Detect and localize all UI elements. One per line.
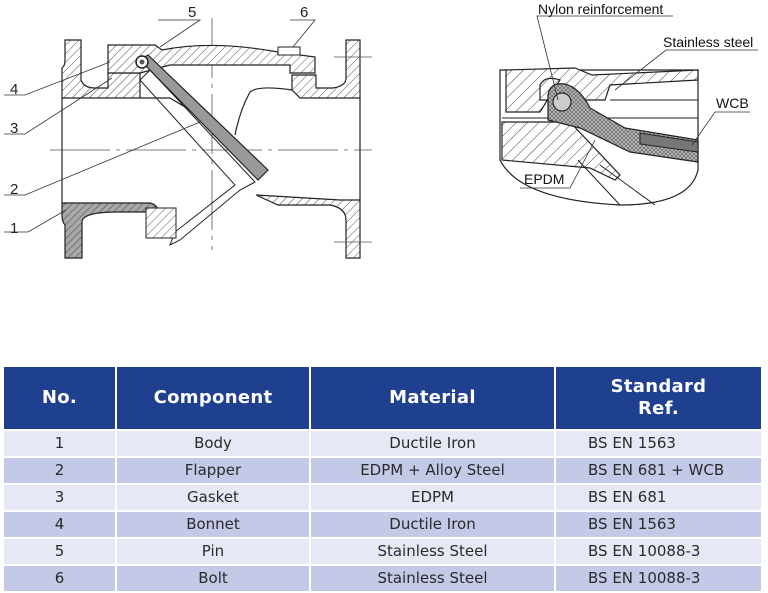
cell-standard: BS EN 10088-3: [556, 539, 761, 564]
callout-5: 5: [188, 4, 196, 21]
table-row: 6 Bolt Stainless Steel BS EN 10088-3: [4, 566, 761, 591]
cell-material: EDPM + Alloy Steel: [311, 458, 554, 483]
cell-standard: BS EN 681 + WCB: [556, 458, 761, 483]
header-standard-line1: Standard: [610, 376, 707, 397]
cell-standard: BS EN 10088-3: [556, 566, 761, 591]
nylon-reinforcement-label: Nylon reinforcement: [538, 1, 663, 17]
detail-pin: [552, 92, 572, 112]
epdm-label: EPDM: [524, 171, 564, 187]
cell-material: Ductile Iron: [311, 512, 554, 537]
body-lower-right: [255, 194, 361, 259]
cell-standard: BS EN 1563: [556, 431, 761, 456]
table-row: 2 Flapper EDPM + Alloy Steel BS EN 681 +…: [4, 458, 761, 483]
cell-standard: BS EN 681: [556, 485, 761, 510]
wcb-plate: [639, 132, 699, 153]
cell-material: Stainless Steel: [311, 539, 554, 564]
cell-component: Bolt: [117, 566, 309, 591]
cell-no: 5: [4, 539, 115, 564]
body-lower-left: [61, 202, 159, 259]
header-material: Material: [311, 367, 554, 429]
callout-2: 2: [10, 181, 18, 198]
cell-no: 4: [4, 512, 115, 537]
cell-no: 1: [4, 431, 115, 456]
body-upper-right: [291, 39, 361, 99]
detail-bonnet: [505, 67, 699, 113]
cell-material: Ductile Iron: [311, 431, 554, 456]
table-header-row: No. Component Material Standard Ref.: [4, 367, 761, 429]
drain-plug: [145, 207, 177, 239]
cell-component: Body: [117, 431, 309, 456]
header-standard-ref: Standard Ref.: [556, 367, 761, 429]
table-row: 4 Bonnet Ductile Iron BS EN 1563: [4, 512, 761, 537]
flapper: [139, 54, 269, 181]
valve-cross-section-drawing: 1 2 3 4 5 6: [4, 4, 372, 259]
cell-no: 3: [4, 485, 115, 510]
header-component: Component: [117, 367, 309, 429]
bolt-head: [277, 46, 301, 56]
callout-3: 3: [10, 120, 18, 137]
callout-4: 4: [10, 81, 18, 98]
header-no: No.: [4, 367, 115, 429]
cell-standard: BS EN 1563: [556, 512, 761, 537]
cell-material: Stainless Steel: [311, 566, 554, 591]
table-row: 3 Gasket EDPM BS EN 681: [4, 485, 761, 510]
cell-material: EDPM: [311, 485, 554, 510]
parts-table: No. Component Material Standard Ref. 1 B…: [2, 365, 763, 593]
table-row: 5 Pin Stainless Steel BS EN 10088-3: [4, 539, 761, 564]
callout-6: 6: [300, 4, 308, 21]
table-row: 1 Body Ductile Iron BS EN 1563: [4, 431, 761, 456]
stainless-steel-label: Stainless steel: [663, 34, 753, 50]
cell-no: 2: [4, 458, 115, 483]
cell-component: Gasket: [117, 485, 309, 510]
cell-component: Bonnet: [117, 512, 309, 537]
cell-component: Pin: [117, 539, 309, 564]
cell-component: Flapper: [117, 458, 309, 483]
cell-no: 6: [4, 566, 115, 591]
wcb-label: WCB: [716, 95, 749, 111]
callout-1: 1: [10, 220, 18, 237]
flapper-detail-drawing: Nylon reinforcement Stainless steel WCB …: [499, 1, 758, 206]
header-standard-line2: Ref.: [638, 398, 679, 419]
